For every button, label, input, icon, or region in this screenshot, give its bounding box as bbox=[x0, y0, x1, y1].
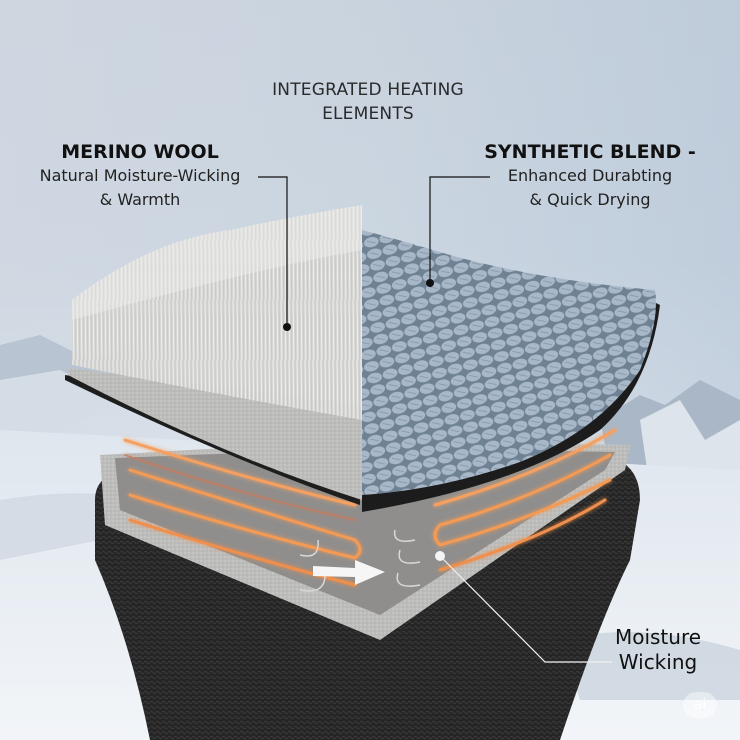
leader-lines bbox=[258, 176, 612, 663]
synthetic-line2: & Quick Drying bbox=[529, 190, 651, 209]
synthetic-line1: Enhanced Durabting bbox=[507, 166, 673, 185]
airflow-arrow-icon bbox=[313, 560, 385, 585]
merino-pointer-dot bbox=[283, 323, 291, 331]
moisture-wicking-label: Moisture Wicking bbox=[588, 625, 728, 675]
merino-wool-swatch bbox=[65, 205, 362, 505]
moisture-line2: Wicking bbox=[618, 650, 698, 674]
heating-label-line1: INTEGRATED HEATING bbox=[272, 80, 464, 100]
moisture-pointer-dot bbox=[435, 551, 445, 561]
ai-watermark-badge: ai bbox=[683, 692, 717, 718]
synthetic-pointer-dot bbox=[426, 279, 434, 287]
synthetic-heading: SYNTHETIC BLEND - bbox=[484, 141, 696, 163]
merino-line1: Natural Moisture-Wicking bbox=[39, 166, 241, 185]
synthetic-blend-swatch bbox=[362, 230, 660, 512]
merino-line2: & Warmth bbox=[99, 190, 181, 209]
heating-elements-label: INTEGRATED HEATING ELEMENTS bbox=[238, 78, 498, 126]
heating-label-line2: ELEMENTS bbox=[322, 104, 414, 124]
wire-connectors bbox=[299, 529, 421, 592]
heating-element-left bbox=[123, 438, 362, 587]
heating-element-right bbox=[433, 428, 617, 572]
synthetic-blend-label: SYNTHETIC BLEND - Enhanced Durabting & Q… bbox=[470, 140, 710, 212]
moisture-line1: Moisture bbox=[614, 625, 702, 649]
merino-heading: MERINO WOOL bbox=[61, 141, 219, 163]
merino-wool-label: MERINO WOOL Natural Moisture-Wicking & W… bbox=[20, 140, 260, 212]
